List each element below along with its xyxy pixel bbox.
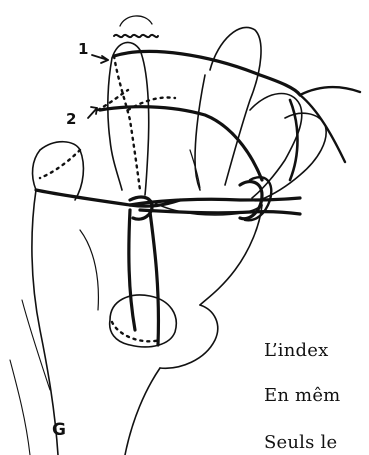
marker-1-label: 1 <box>78 40 88 58</box>
caption-line-2: En mêm <box>264 385 340 406</box>
string-loops <box>36 51 360 345</box>
caption-line-3: Seuls le <box>264 432 337 453</box>
hand-letter-label: G <box>52 420 66 440</box>
marker-2-label: 2 <box>66 110 76 128</box>
caption-line-1: L’index <box>264 340 328 361</box>
